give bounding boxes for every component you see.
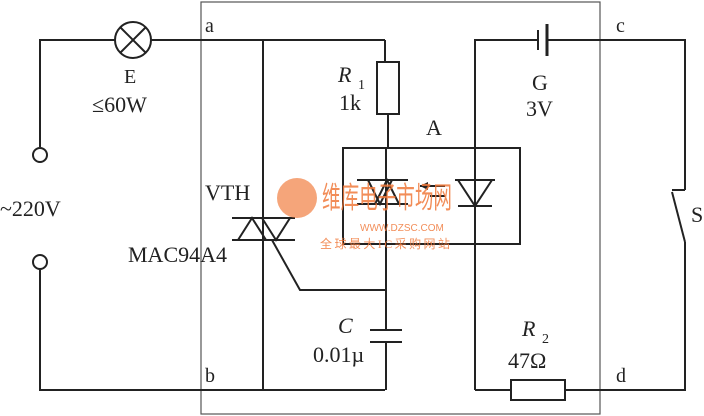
control-loop xyxy=(474,39,686,391)
watermark-url: WWW.DZSC.COM xyxy=(360,223,444,234)
watermark-brand: 维库电子市场网 xyxy=(322,182,452,215)
node-d-label: d xyxy=(616,365,626,387)
battery-icon xyxy=(537,24,549,56)
switch-icon xyxy=(671,189,686,243)
r1-name: R xyxy=(337,62,352,87)
r1-resistor-icon xyxy=(376,61,400,115)
optocoupler-name: A xyxy=(426,115,442,140)
node-a-label: a xyxy=(205,15,214,37)
triac-icon xyxy=(232,216,385,291)
light-arrow-icon xyxy=(420,182,445,197)
capacitor-icon xyxy=(370,329,402,390)
mains-loop xyxy=(39,39,385,391)
terminal-bottom xyxy=(32,254,48,270)
r1-value: 1k xyxy=(339,90,361,115)
r2-resistor-icon xyxy=(510,379,566,401)
node-c-label: c xyxy=(616,15,625,37)
battery-value: 3V xyxy=(526,96,553,121)
lamp-name: E xyxy=(124,66,136,88)
r1-subscript: 1 xyxy=(358,78,365,93)
terminal-top xyxy=(32,147,48,163)
capacitor-name: C xyxy=(338,313,353,338)
r2-name: R xyxy=(521,316,536,341)
watermark-slogan: 全球最大IC采购网站 xyxy=(320,236,450,251)
switch-name: S xyxy=(691,202,703,227)
optocoupler-box xyxy=(342,147,521,245)
lamp-rating: ≤60W xyxy=(92,92,147,117)
opto-triac-icon xyxy=(357,177,408,207)
battery-name: G xyxy=(532,70,548,95)
watermark: 维库电子市场网 WWW.DZSC.COM 全球最大IC采购网站 xyxy=(277,178,452,251)
r2-subscript: 2 xyxy=(542,332,549,347)
lamp-icon xyxy=(114,21,152,59)
node-b-label: b xyxy=(205,365,215,387)
supply-label: ~220V xyxy=(0,196,61,221)
module-outline xyxy=(200,1,601,415)
r2-value: 47Ω xyxy=(508,348,546,373)
triac-name: VTH xyxy=(205,180,250,205)
capacitor-value: 0.01µ xyxy=(313,342,364,367)
triac-part: MAC94A4 xyxy=(128,242,227,267)
